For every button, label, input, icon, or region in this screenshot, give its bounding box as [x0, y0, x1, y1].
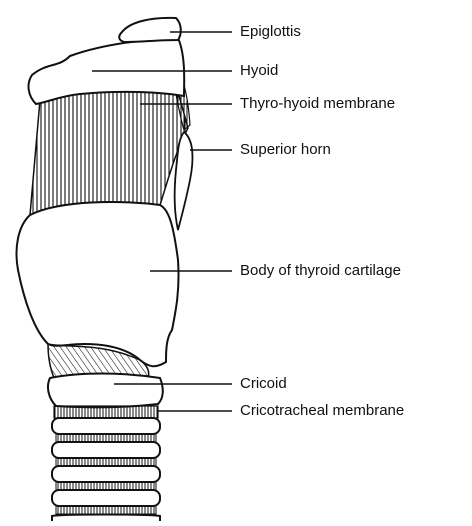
label-thyrohyoid-membrane: Thyro-hyoid membrane — [240, 95, 395, 113]
epiglottis-shape — [119, 18, 181, 42]
label-hyoid: Hyoid — [240, 62, 278, 80]
tracheal-ring-partial — [52, 515, 160, 522]
thyrohyoid-membrane-shape — [30, 90, 188, 215]
tracheal-ring-gap — [56, 482, 156, 490]
tracheal-rings — [52, 418, 160, 521]
tracheal-ring — [52, 490, 160, 506]
tracheal-ring — [52, 442, 160, 458]
label-epiglottis: Epiglottis — [240, 23, 301, 41]
cricotracheal-membrane-shape — [54, 406, 158, 418]
cricoid-shape — [48, 374, 163, 408]
tracheal-ring — [52, 466, 160, 482]
thyroid-cartilage-shape — [17, 202, 179, 366]
tracheal-ring — [52, 418, 160, 434]
tracheal-ring-gap — [56, 506, 156, 514]
tracheal-ring-gap — [56, 458, 156, 466]
label-superior-horn: Superior horn — [240, 141, 331, 159]
label-thyroid-body: Body of thyroid cartilage — [240, 262, 401, 280]
label-cricoid: Cricoid — [240, 375, 287, 393]
tracheal-ring-gap — [56, 434, 156, 442]
label-cricotracheal-membrane: Cricotracheal membrane — [240, 402, 404, 420]
